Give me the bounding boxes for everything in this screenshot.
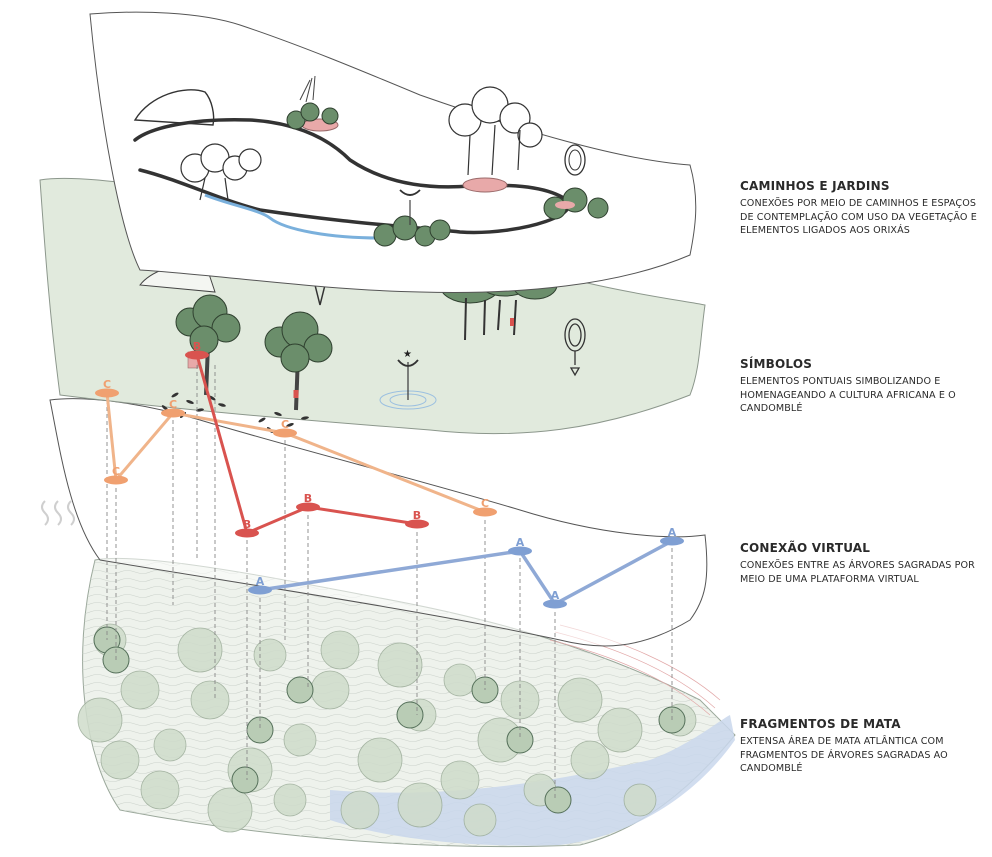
- drop-lines: [106, 365, 673, 800]
- forest-canopy-cluster: [77, 623, 697, 837]
- garden-bottom: [373, 189, 451, 247]
- legend-title-fragmentos: FRAGMENTOS DE MATA: [740, 717, 901, 731]
- blue-connection-node: A: [660, 526, 684, 546]
- orange-connection-node: C: [95, 378, 119, 398]
- canopy-blob: [153, 728, 187, 762]
- sacred-tree-mid: [264, 311, 333, 411]
- mirror-symbol: [564, 318, 586, 377]
- orange-connection-node: C: [473, 497, 497, 517]
- canopy-blob: [310, 670, 350, 710]
- canopy-blob: [140, 770, 180, 810]
- canopy-blob: [320, 630, 360, 670]
- legend-title-simbolos: SÍMBOLOS: [740, 357, 813, 371]
- svg-text:★: ★: [403, 349, 412, 360]
- canopy-blob: [397, 782, 443, 828]
- canopy-blob: [190, 680, 230, 720]
- red-connection-node: B: [185, 340, 209, 360]
- legend-caminhos: CAMINHOS E JARDINS CONEXÕES POR MEIO DE …: [740, 179, 988, 238]
- canopy-blob: [463, 803, 497, 837]
- canopy-blob: [283, 723, 317, 757]
- rock-outline: [133, 89, 215, 126]
- red-node-label: B: [243, 518, 251, 531]
- orange-node-label: C: [481, 497, 489, 510]
- canopy-blob: [207, 787, 253, 833]
- orange-connection-node: C: [161, 398, 185, 418]
- canopy-blob: [623, 783, 657, 817]
- canopy-blob: [273, 783, 307, 817]
- sacred-tree-marker: [506, 726, 534, 754]
- blue-connection-line: [259, 539, 673, 607]
- canopy-blob: [177, 627, 223, 673]
- legend-title-conexao: CONEXÃO VIRTUAL: [740, 541, 871, 555]
- blue-connection-node: A: [543, 589, 567, 609]
- legend-conexao: CONEXÃO VIRTUAL CONEXÕES ENTRE AS ÁRVORE…: [740, 541, 988, 586]
- legend-text-conexao: CONEXÕES ENTRE AS ÁRVORES SAGRADAS POR M…: [740, 560, 975, 585]
- canopy-blob: [377, 642, 423, 688]
- canopy-blob: [557, 677, 603, 723]
- red-connection-node: B: [296, 492, 320, 512]
- blue-connection-node: A: [508, 536, 532, 556]
- white-trees-top: [448, 86, 543, 176]
- sacred-tree-marker: [396, 701, 424, 729]
- blue-node-label: A: [668, 526, 677, 539]
- canopy-blob: [443, 663, 477, 697]
- orange-node-label: C: [281, 418, 289, 431]
- red-node-label: B: [413, 509, 421, 522]
- blue-node-label: A: [256, 575, 265, 588]
- red-node-label: B: [304, 492, 312, 505]
- paths-layer: [89, 11, 697, 294]
- orange-connection-node: C: [273, 418, 297, 438]
- canopy-blob: [440, 760, 480, 800]
- blue-node-label: A: [516, 536, 525, 549]
- red-connection-node: B: [405, 509, 429, 529]
- sacred-tree-marker: [544, 786, 572, 814]
- canopy-blob: [597, 707, 643, 753]
- white-trees-left: [180, 143, 262, 201]
- canopy-blob: [570, 740, 610, 780]
- red-connection-node: B: [235, 518, 259, 538]
- garden-right: [543, 144, 609, 220]
- canopy-blob: [357, 737, 403, 783]
- blue-node-label: A: [551, 589, 560, 602]
- wavy-marks: [41, 500, 75, 526]
- red-node-label: B: [193, 340, 201, 353]
- orange-node-label: C: [112, 465, 120, 478]
- blue-connection-node: A: [248, 575, 272, 595]
- legend-simbolos: SÍMBOLOS ELEMENTOS PONTUAIS SIMBOLIZANDO…: [740, 357, 988, 416]
- canopy-blob: [77, 697, 123, 743]
- orange-node-label: C: [103, 378, 111, 391]
- orange-node-label: C: [169, 398, 177, 411]
- pink-garden: [462, 177, 508, 193]
- stream: [204, 193, 381, 240]
- legend-text-caminhos: CONEXÕES POR MEIO DE CAMINHOS E ESPAÇOS …: [740, 198, 977, 236]
- legend-title-caminhos: CAMINHOS E JARDINS: [740, 179, 890, 193]
- forest-layer: [77, 557, 736, 848]
- canopy-blob: [253, 638, 287, 672]
- legend-text-fragmentos: EXTENSA ÁREA DE MATA ATLÂNTICA COM FRAGM…: [740, 736, 948, 774]
- walking-path: [133, 117, 571, 235]
- obelisk-symbol: [314, 284, 326, 306]
- legend-text-simbolos: ELEMENTOS PONTUAIS SIMBOLIZANDO E HOMENA…: [740, 376, 956, 414]
- canopy-blob: [120, 670, 160, 710]
- garden-left: [286, 75, 339, 132]
- red-connection-line: [195, 354, 418, 536]
- connection-nodes: C C C C C B B B B A A A A: [95, 340, 684, 609]
- canopy-blob: [100, 740, 140, 780]
- sacred-tree-marker: [286, 676, 314, 704]
- crescent-water-symbol: ★: [379, 349, 437, 410]
- canopy-blob: [340, 790, 380, 830]
- orange-connection-node: C: [104, 465, 128, 485]
- paths-plane: [89, 11, 697, 294]
- sacred-tree-marker: [231, 766, 259, 794]
- legend-fragmentos: FRAGMENTOS DE MATA EXTENSA ÁREA DE MATA …: [740, 717, 988, 776]
